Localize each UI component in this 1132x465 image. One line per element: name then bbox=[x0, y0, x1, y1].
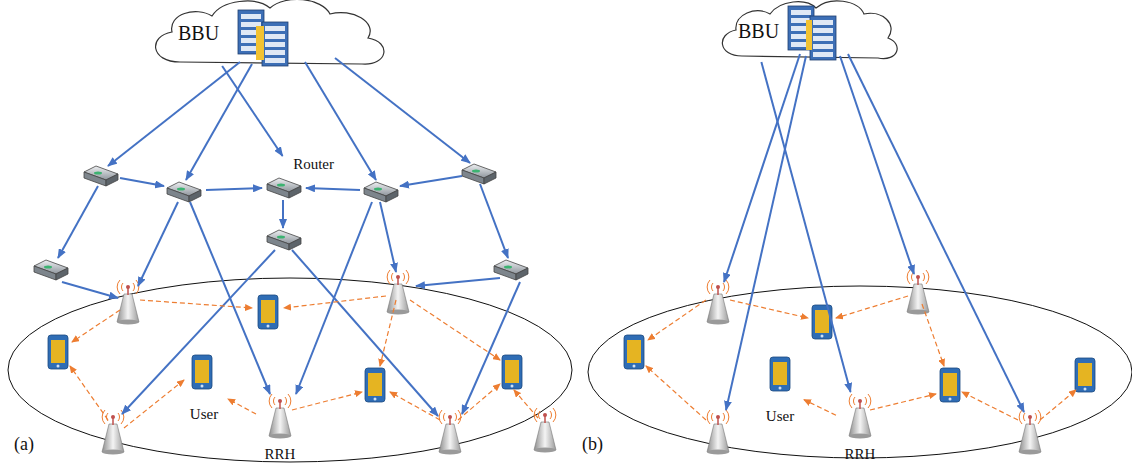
panel-label: (b) bbox=[582, 434, 603, 455]
user-phone-icon bbox=[1075, 358, 1095, 392]
rrh-icon bbox=[707, 410, 729, 455]
bbu-cloud: BBU bbox=[716, 0, 790, 62]
rrh-icon bbox=[707, 280, 729, 325]
user-phone-icon bbox=[365, 368, 385, 402]
user-phone-icon bbox=[48, 335, 68, 369]
rrh-node: RRH bbox=[256, 392, 304, 462]
user-node: User bbox=[756, 352, 804, 424]
user-node: User bbox=[180, 350, 228, 422]
node-label: RRH bbox=[265, 446, 296, 463]
user-phone-icon bbox=[940, 368, 960, 402]
rrh-icon bbox=[534, 408, 556, 453]
router-icon bbox=[34, 260, 68, 280]
rrh-icon bbox=[1019, 410, 1041, 455]
router-node: Router bbox=[262, 156, 334, 202]
node-label: Router bbox=[293, 156, 334, 173]
server-icon bbox=[262, 22, 288, 66]
fronthaul-link bbox=[222, 66, 282, 156]
router-icon bbox=[167, 182, 201, 202]
user-phone-icon bbox=[624, 335, 644, 369]
user-phone-icon bbox=[192, 355, 212, 389]
rrh-icon bbox=[849, 394, 871, 439]
router-icon bbox=[462, 164, 496, 184]
router-icon bbox=[494, 260, 528, 280]
wireless-link bbox=[228, 399, 256, 414]
node-label: BBU bbox=[178, 22, 219, 44]
rrh-node: RRH bbox=[836, 392, 884, 462]
fronthaul-link bbox=[761, 62, 850, 392]
rrh-icon bbox=[269, 394, 291, 439]
user-phone-icon bbox=[770, 357, 790, 391]
node-label: User bbox=[190, 406, 218, 423]
user-phone-icon bbox=[258, 295, 278, 329]
router-icon bbox=[267, 230, 301, 250]
node-label: User bbox=[766, 408, 794, 425]
router-icon bbox=[267, 178, 301, 198]
rrh-icon bbox=[387, 270, 409, 315]
user-phone-icon bbox=[502, 355, 522, 389]
router-icon bbox=[84, 166, 118, 186]
rrh-icon bbox=[439, 410, 461, 455]
rrh-icon bbox=[907, 270, 929, 315]
bbu-cloud: BBU bbox=[150, 0, 250, 66]
node-label: BBU bbox=[738, 20, 779, 42]
panel-label: (a) bbox=[14, 434, 34, 455]
rrh-icon bbox=[117, 280, 139, 325]
wireless-link bbox=[804, 400, 836, 416]
server-icon bbox=[788, 6, 814, 50]
server-icon bbox=[810, 16, 836, 60]
node-label: RRH bbox=[845, 446, 876, 463]
router-icon bbox=[364, 182, 398, 202]
